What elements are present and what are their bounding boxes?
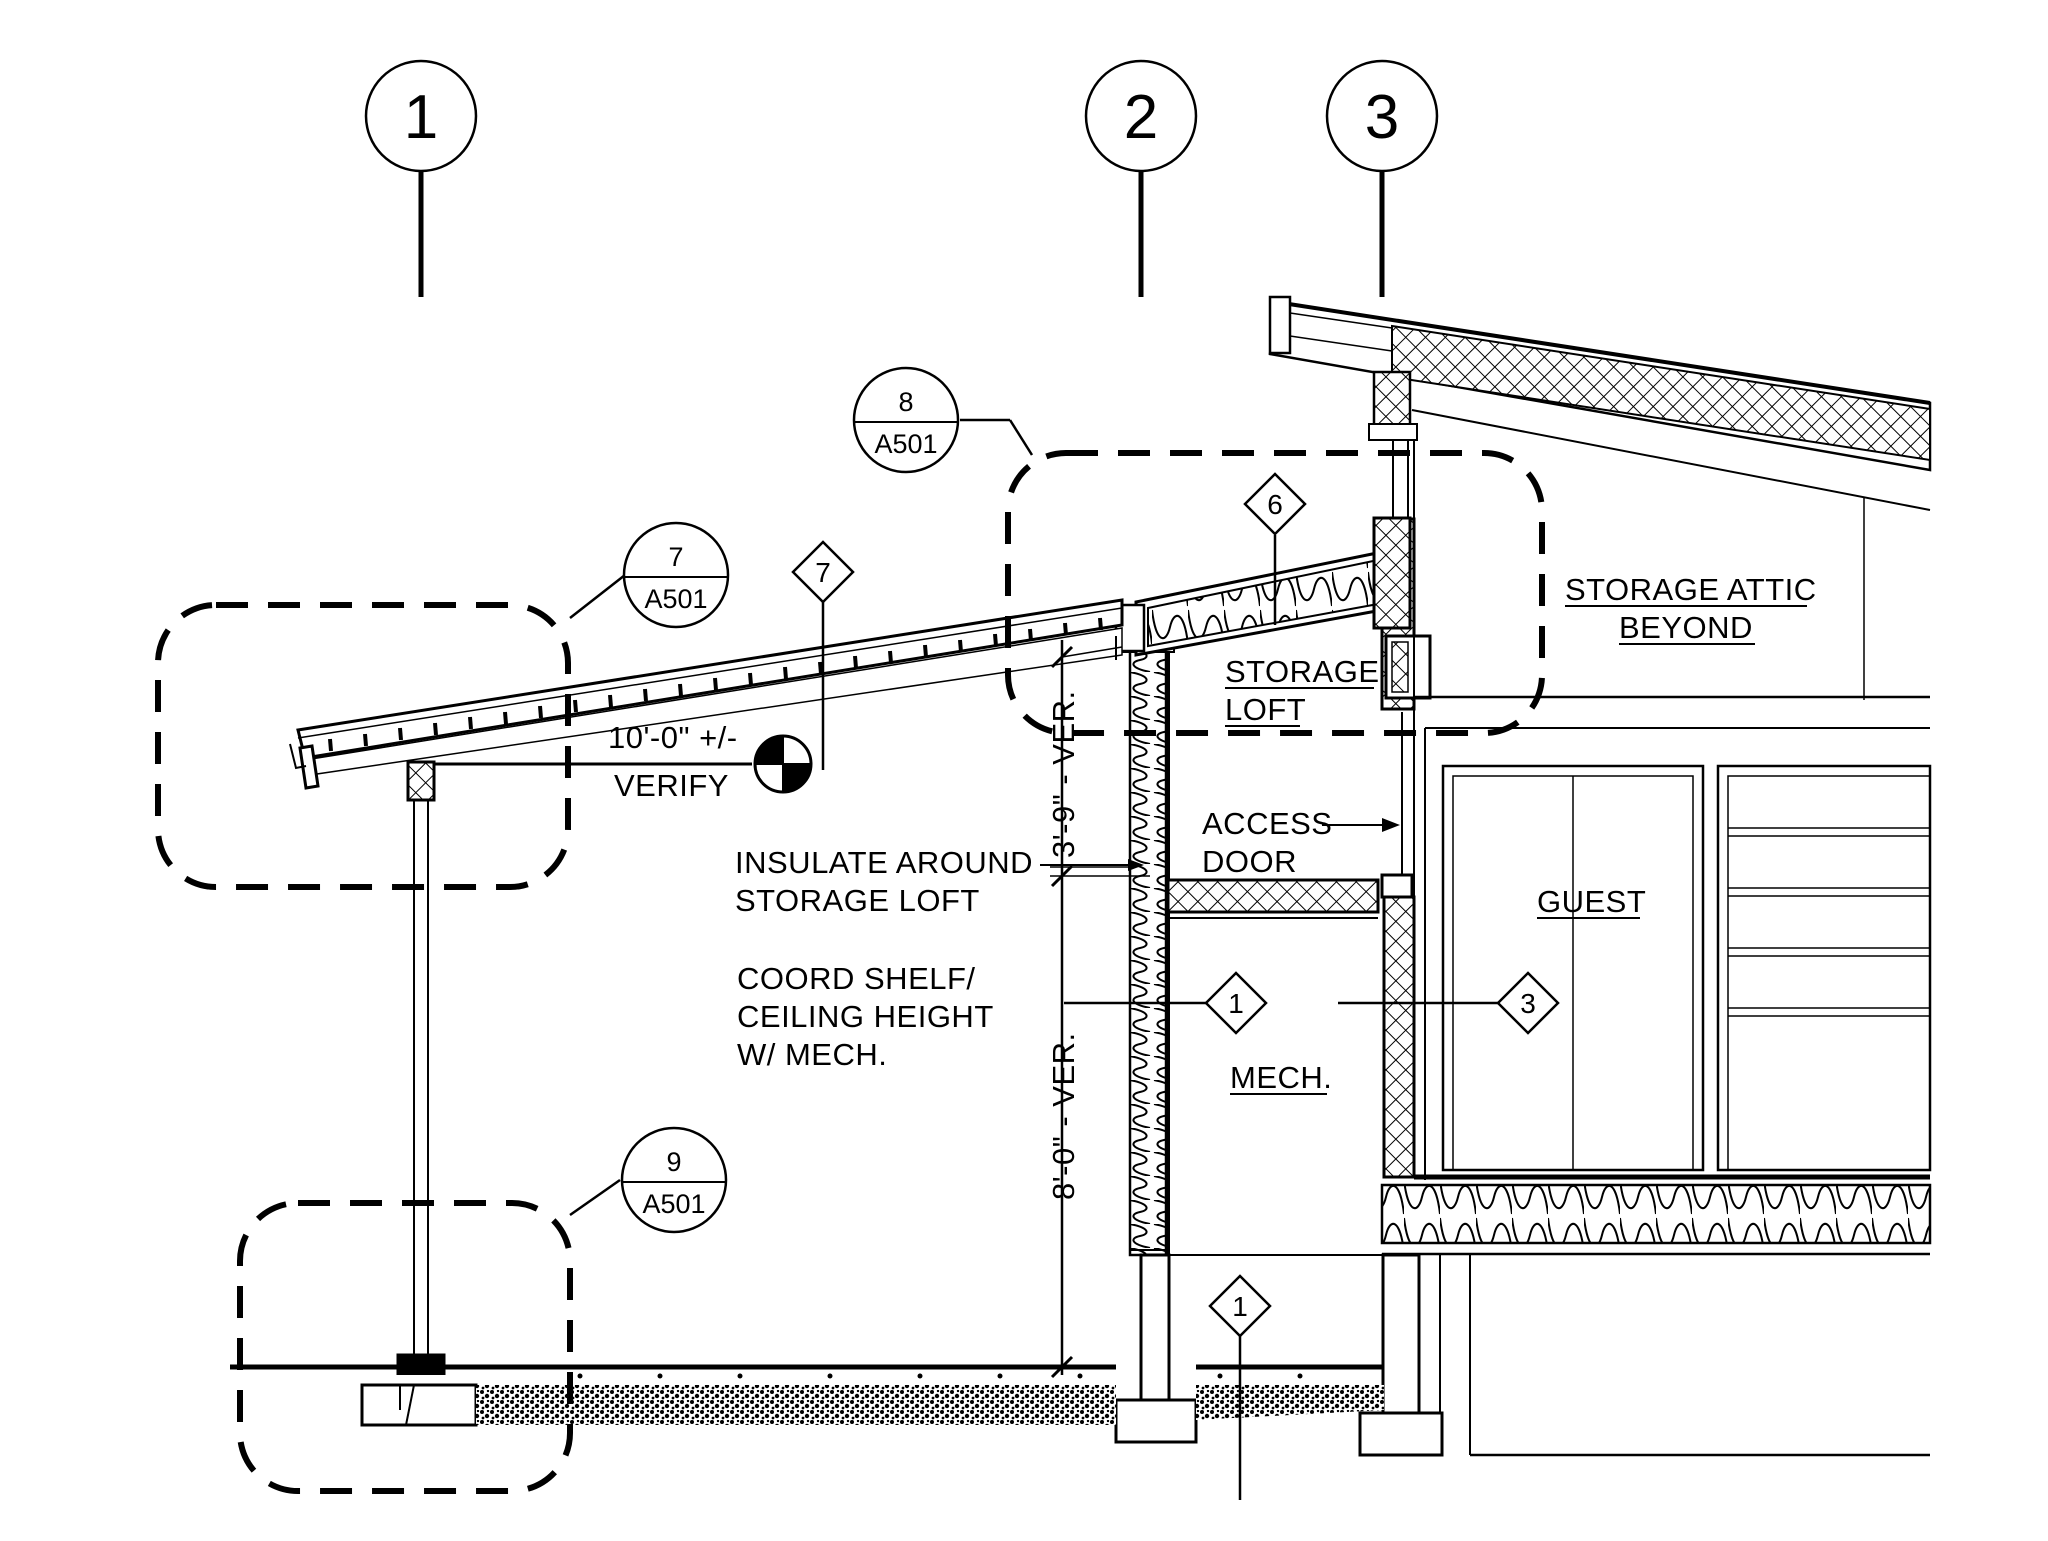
porch-post [360, 760, 478, 1427]
keynote-7[interactable]: 7 [791, 540, 855, 770]
guest-label: GUEST [1537, 884, 1646, 919]
storage-attic-label-line1: STORAGE ATTIC [1565, 572, 1817, 607]
keynote-1-mech[interactable]: 1 [1064, 971, 1268, 1035]
elevation-note-line1: 10'-0" +/- [608, 720, 738, 755]
callout-sheet: A501 [874, 429, 937, 459]
grid-bubble-label: 2 [1124, 83, 1158, 152]
callout-number: 7 [668, 542, 683, 572]
coord-note-line2: CEILING HEIGHT [737, 999, 994, 1034]
detail-boundary-8 [1005, 450, 1545, 736]
storage-loft-label-line2: LOFT [1225, 692, 1306, 727]
grid-bubble-label: 1 [404, 83, 438, 152]
dimension-lower: 8'-0" - VER. [1046, 1032, 1081, 1200]
keynote-number: 1 [1232, 1291, 1248, 1322]
detail-boundaries [155, 450, 1545, 1494]
elevation-marker: 10'-0" +/- VERIFY [434, 720, 813, 803]
dimension-upper: 3'-9" - VER. [1046, 690, 1081, 858]
closet-door [1441, 764, 1705, 1172]
grid-bubble-label: 3 [1365, 83, 1399, 152]
insulate-note-line2: STORAGE LOFT [735, 883, 980, 918]
coord-note-line3: W/ MECH. [737, 1037, 887, 1072]
room-label-storage-attic: STORAGE ATTIC BEYOND [1565, 572, 1817, 645]
keynote-1-footing[interactable]: 1 [1208, 1274, 1272, 1500]
grid-line-3: 3 [1325, 59, 1439, 297]
detail-callout-8[interactable]: 8 A501 [852, 366, 1034, 474]
detail-boundary-9 [237, 1200, 573, 1494]
access-door-leader [1322, 818, 1400, 832]
callout-number: 9 [666, 1147, 681, 1177]
storage-loft-label-line1: STORAGE [1225, 654, 1380, 689]
callout-sheet: A501 [642, 1189, 705, 1219]
keynote-6[interactable]: 6 [1243, 472, 1307, 625]
insulate-note-line1: INSULATE AROUND [735, 845, 1033, 880]
keynote-3[interactable]: 3 [1338, 971, 1560, 1035]
detail-boundary-7 [155, 602, 571, 890]
grid-line-1: 1 [364, 59, 478, 297]
callout-sheet: A501 [644, 584, 707, 614]
vertical-dimension: 3'-9" - VER. 8'-0" - VER. [1046, 640, 1150, 1379]
callout-number: 8 [898, 387, 913, 417]
room-label-guest: GUEST [1537, 884, 1646, 919]
detail-callout-9[interactable]: 9 A501 [569, 1126, 728, 1234]
keynote-number: 1 [1228, 988, 1244, 1019]
room-label-storage-loft: STORAGE LOFT [1225, 654, 1380, 727]
main-roof [1268, 295, 1932, 700]
insulate-leader [1040, 859, 1144, 871]
detail-callout-7[interactable]: 7 A501 [569, 521, 730, 629]
access-door-note-line2: DOOR [1202, 844, 1297, 879]
grid-line-2: 2 [1084, 59, 1198, 297]
porch-roof [289, 598, 1124, 790]
wall-grid-3 [1368, 370, 1432, 1179]
keynote-number: 7 [815, 557, 831, 588]
shelving [1716, 764, 1932, 1172]
guest-room [1414, 695, 1932, 1180]
coord-note-line1: COORD SHELF/ [737, 961, 976, 996]
access-door-note-line1: ACCESS [1202, 806, 1332, 841]
elevation-note-line2: VERIFY [614, 768, 729, 803]
storage-loft [1114, 516, 1412, 919]
keynote-number: 6 [1267, 489, 1283, 520]
grade-line [230, 1364, 1384, 1425]
room-label-mech: MECH. [1230, 1060, 1332, 1095]
mech-label: MECH. [1230, 1060, 1332, 1095]
keynote-number: 3 [1520, 988, 1536, 1019]
floor-assembly [1358, 1174, 1932, 1457]
storage-attic-label-line2: BEYOND [1619, 610, 1753, 645]
rafter-ticks [328, 617, 1103, 752]
